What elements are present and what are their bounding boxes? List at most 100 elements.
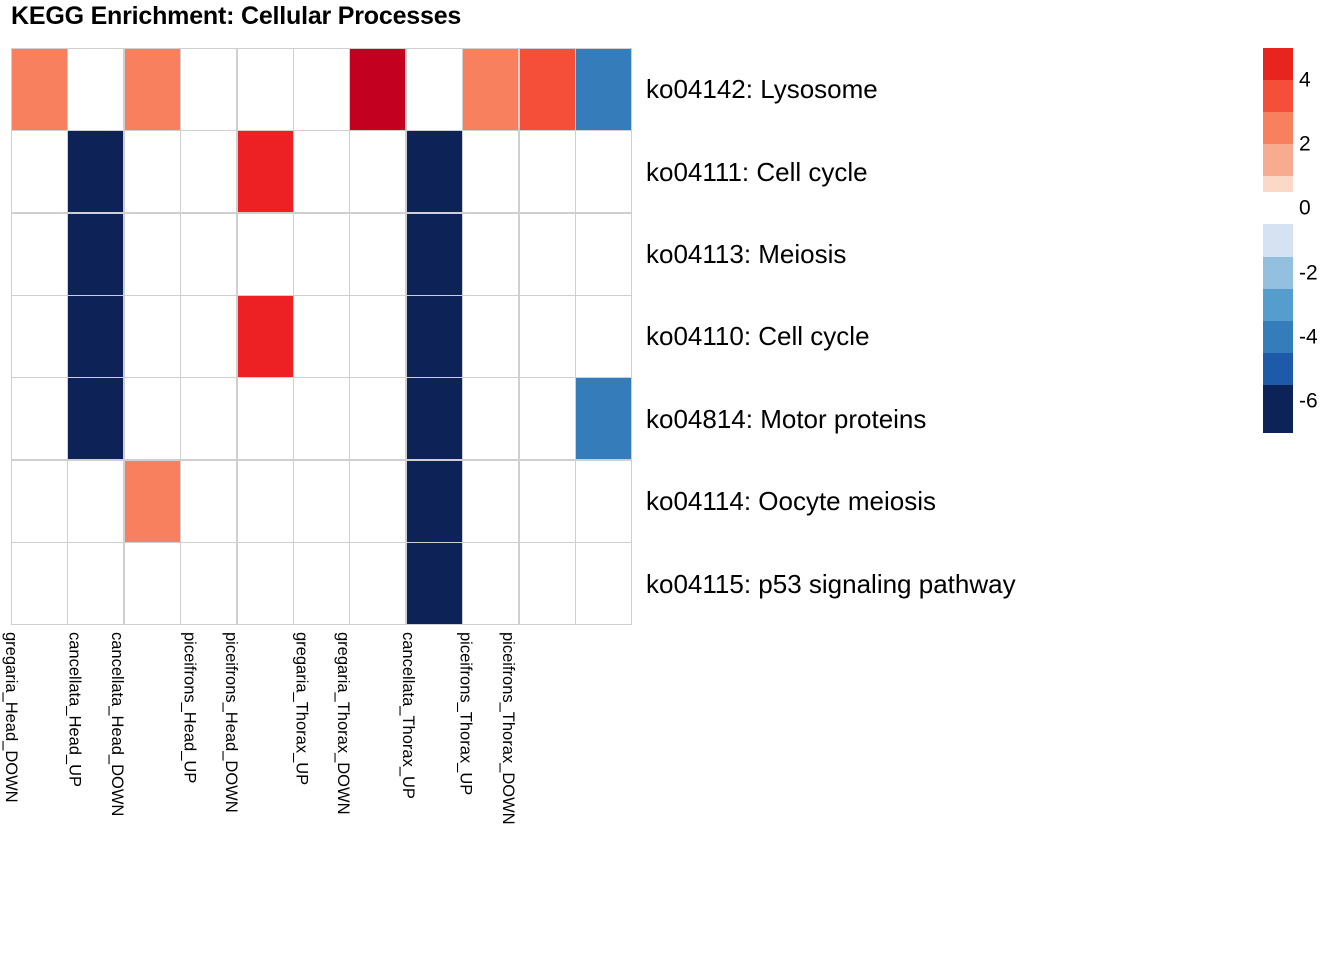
heatmap-grid (11, 48, 632, 625)
colorbar-band (1263, 144, 1293, 177)
heatmap-cell (519, 543, 575, 624)
heatmap-cell (181, 296, 237, 377)
heatmap-cell (68, 378, 124, 460)
heatmap-cell (519, 49, 575, 130)
heatmap-cell (519, 131, 575, 213)
heatmap-cell (12, 131, 67, 213)
column-label-slot: piceifrons_Thorax_UP (457, 628, 575, 948)
page-title: KEGG Enrichment: Cellular Processes (11, 2, 462, 30)
colorbar-band (1263, 48, 1293, 81)
column-label: gregaria_Head_DOWN (1, 632, 20, 803)
heatmap-cell (576, 460, 631, 542)
heatmap-cell (294, 213, 349, 295)
row-label: ko04115: p53 signaling pathway (646, 568, 1016, 599)
colorbar-tick: -2 (1299, 261, 1318, 285)
heatmap-cell (124, 296, 180, 377)
heatmap-cell (406, 378, 462, 460)
heatmap-cell (68, 460, 124, 542)
column-label: cancellata_Thorax_UP (398, 632, 417, 799)
heatmap-cell (576, 543, 631, 624)
heatmap-cell (519, 460, 575, 542)
heatmap-cell (12, 213, 67, 295)
heatmap-cell (181, 213, 237, 295)
heatmap-cell (406, 49, 462, 130)
column-label: cancellata_Head_DOWN (107, 632, 126, 817)
column-label-slot: piceifrons_Thorax_DOWN (499, 628, 632, 948)
heatmap-cell (406, 460, 462, 542)
heatmap-cell (463, 296, 519, 377)
heatmap-cell (124, 378, 180, 460)
heatmap-cell (406, 543, 462, 624)
heatmap-cell (350, 460, 406, 542)
heatmap-cell (181, 378, 237, 460)
heatmap-cell (576, 296, 631, 377)
heatmap-cell (237, 213, 293, 295)
heatmap-cell (68, 49, 124, 130)
heatmap-cell (124, 213, 180, 295)
colorbar-tick: 2 (1299, 132, 1311, 156)
heatmap-cell (294, 131, 349, 213)
row-label: ko04114: Oocyte meiosis (646, 486, 936, 517)
column-label: gregaria_Thorax_DOWN (334, 632, 353, 815)
heatmap-cell (68, 213, 124, 295)
heatmap-cell (237, 296, 293, 377)
heatmap-cell (576, 49, 631, 130)
heatmap-cell (350, 49, 406, 130)
heatmap-cell (124, 543, 180, 624)
row-label: ko04142: Lysosome (646, 74, 878, 105)
column-label: piceifrons_Thorax_DOWN (498, 632, 517, 825)
heatmap-cell (124, 131, 180, 213)
heatmap-cell (12, 460, 67, 542)
heatmap-cell (68, 131, 124, 213)
heatmap-cell (237, 49, 293, 130)
column-label: piceifrons_Head_DOWN (222, 632, 241, 813)
row-label: ko04814: Motor proteins (646, 403, 927, 434)
heatmap-cell (576, 213, 631, 295)
row-label: ko04111: Cell cycle (646, 156, 868, 187)
heatmap-cell (406, 296, 462, 377)
colorbar-band (1263, 320, 1293, 353)
row-label: ko04113: Meiosis (646, 239, 847, 270)
heatmap-cell (181, 543, 237, 624)
colorbar-band (1263, 256, 1293, 289)
heatmap-cell (294, 49, 349, 130)
colorbar-band (1263, 352, 1293, 385)
heatmap-cell (12, 378, 67, 460)
heatmap-cell (237, 378, 293, 460)
heatmap-cell (576, 131, 631, 213)
heatmap-cell (350, 131, 406, 213)
heatmap-row-labels: ko04142: Lysosome ko04111: Cell cycle ko04… (646, 48, 1246, 625)
column-label: piceifrons_Thorax_UP (456, 632, 475, 796)
column-label: piceifrons_Head_UP (180, 632, 199, 784)
heatmap-cell (294, 378, 349, 460)
heatmap-cell (463, 543, 519, 624)
column-label-slot: cancellata_Head_UP (66, 628, 180, 948)
heatmap-cell (294, 543, 349, 624)
colorbar-band (1263, 288, 1293, 321)
colorbar-band (1263, 192, 1293, 225)
heatmap-cell (463, 213, 519, 295)
heatmap-cell (294, 460, 349, 542)
heatmap-cell (237, 131, 293, 213)
heatmap-cell (12, 296, 67, 377)
column-label-slot: gregaria_Thorax_UP (293, 628, 406, 948)
heatmap-cell (406, 213, 462, 295)
colorbar-gradient (1263, 48, 1293, 433)
heatmap-cell (124, 460, 180, 542)
colorbar-tick: 4 (1299, 68, 1311, 92)
heatmap-cell (350, 296, 406, 377)
row-label: ko04110: Cell cycle (646, 321, 870, 352)
heatmap-cell (576, 378, 631, 460)
heatmap-column-labels: gregaria_Head_UPgregaria_Head_DOWNcancel… (2, 628, 632, 948)
heatmap-cell (12, 49, 67, 130)
colorbar-band (1263, 80, 1293, 113)
colorbar-band (1263, 176, 1293, 193)
column-label: gregaria_Thorax_UP (292, 632, 311, 786)
colorbar-band (1263, 224, 1293, 257)
heatmap-cell (350, 543, 406, 624)
heatmap-cell (294, 296, 349, 377)
heatmap-cell (350, 378, 406, 460)
heatmap-cell (237, 460, 293, 542)
colorbar-tick: 0 (1299, 196, 1311, 220)
